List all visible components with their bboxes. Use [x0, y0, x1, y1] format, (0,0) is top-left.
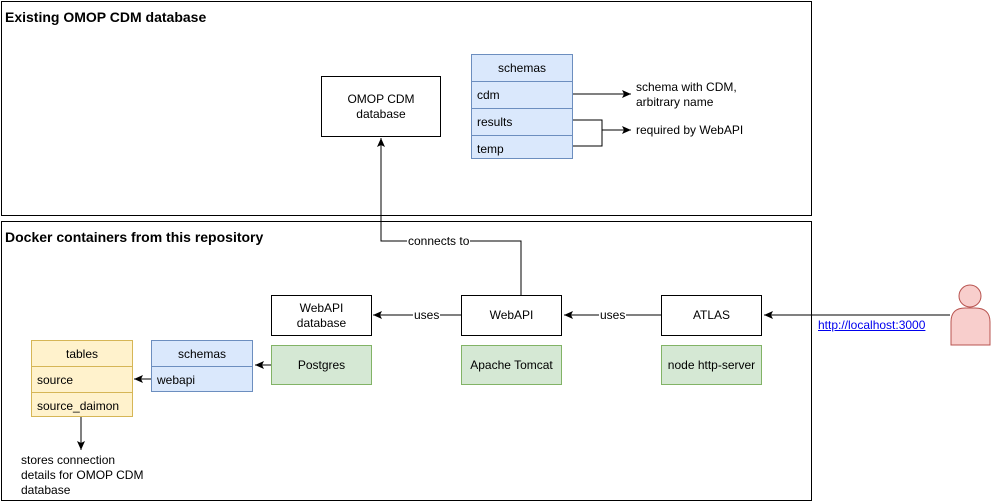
webapi-database-box: WebAPI database	[271, 295, 372, 336]
atlas-label: ATLAS	[692, 308, 731, 322]
schema-row-temp: temp	[477, 141, 504, 156]
table-row-source: source	[32, 367, 132, 393]
existing-schemas-title: schemas	[472, 55, 572, 82]
apache-tomcat-label: Apache Tomcat	[470, 357, 553, 372]
note-required-by-webapi: required by WebAPI	[636, 123, 744, 137]
webapi-database-label: WebAPI database	[296, 300, 347, 330]
atlas-box: ATLAS	[661, 295, 762, 336]
tables-title: tables	[32, 341, 132, 367]
node-http-server-label: node http-server	[667, 357, 756, 372]
postgres-box: Postgres	[271, 345, 372, 385]
postgres-label: Postgres	[297, 357, 346, 372]
edge-results-temp-bracket	[572, 119, 603, 147]
schema-row-results: results	[472, 109, 572, 136]
tables-table: tables source source_daimon	[31, 340, 133, 417]
group-existing-title: Existing OMOP CDM database	[5, 9, 207, 25]
docker-schemas-title: schemas	[152, 341, 252, 367]
schema-row-cdm: cdm	[472, 82, 572, 109]
apache-tomcat-box: Apache Tomcat	[461, 345, 562, 385]
node-http-server-box: node http-server	[661, 345, 762, 385]
webapi-label: WebAPI	[489, 308, 534, 322]
existing-schemas-table: schemas cdm results temp	[471, 54, 573, 159]
docker-schemas-table: schemas webapi	[151, 340, 253, 392]
person-icon	[950, 284, 991, 346]
link-localhost[interactable]: http://localhost:3000	[817, 318, 927, 332]
omop-cdm-database-label: OMOP CDM database	[347, 91, 415, 121]
label-uses-webapi-db: uses	[413, 308, 441, 322]
table-row-source-daimon: source_daimon	[37, 398, 120, 413]
schema-row-webapi: webapi	[157, 372, 196, 387]
webapi-box: WebAPI	[461, 295, 562, 336]
group-docker-title: Docker containers from this repository	[5, 229, 264, 245]
note-cdm-schema: schema with CDM, arbitrary name	[636, 80, 737, 109]
note-tables-connection: stores connection details for OMOP CDM d…	[21, 453, 144, 497]
omop-cdm-database-box: OMOP CDM database	[321, 76, 441, 137]
label-uses-atlas-webapi: uses	[599, 308, 627, 322]
label-connects-to: connects to	[407, 234, 471, 248]
edge-webapi-to-omop	[377, 138, 522, 295]
